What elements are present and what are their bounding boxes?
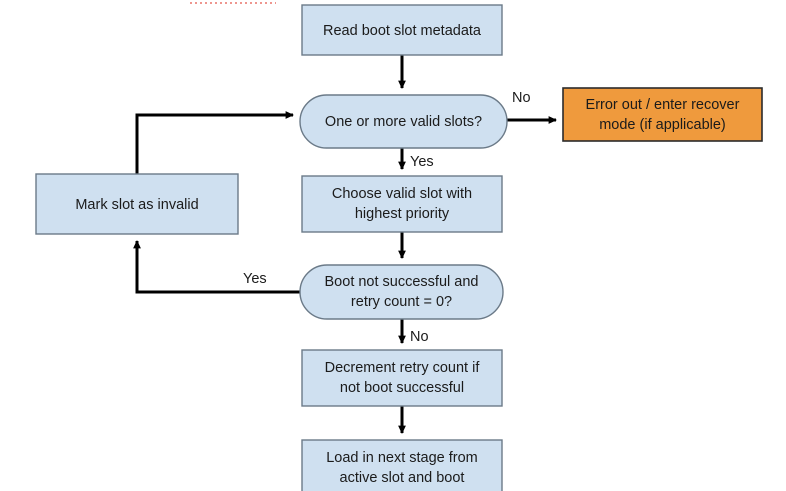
node-decrement-retry-count[interactable]: Decrement retry count if not boot succes… (301, 349, 503, 407)
node-choose-valid-slot-label-line1: Choose valid slot with (332, 186, 472, 202)
node-read-boot-slot-metadata-shape (301, 4, 503, 56)
node-mark-slot-as-invalid-shape (35, 173, 239, 235)
node-boot-not-successful-check-label-line2: retry count = 0? (351, 294, 452, 310)
edge-label-no-to-error-out: No (512, 90, 531, 106)
node-decrement-retry-count-label-line2: not boot successful (340, 380, 464, 396)
node-mark-slot-as-invalid[interactable]: Mark slot as invalid (35, 173, 239, 235)
node-load-next-stage-label-line2: active slot and boot (340, 470, 465, 486)
edge-mark-invalid-to-valid-slots (135, 111, 294, 174)
edge-label-yes-to-choose-slot: Yes (410, 154, 434, 170)
node-boot-not-successful-check[interactable]: Boot not successful and retry count = 0? (299, 264, 504, 320)
edge-boot-check-to-mark-invalid (133, 240, 300, 294)
node-load-next-stage-label-line1: Load in next stage from (326, 450, 478, 466)
node-read-boot-slot-metadata-label: Read boot slot metadata (323, 23, 482, 39)
node-error-out[interactable]: Error out / enter recover mode (if appli… (562, 87, 763, 142)
node-load-next-stage-shape (301, 439, 503, 491)
node-decrement-retry-count-shape (301, 349, 503, 407)
node-mark-slot-as-invalid-label: Mark slot as invalid (75, 197, 198, 213)
node-decrement-retry-count-label-line1: Decrement retry count if (325, 360, 481, 376)
edge-label-no-to-decrement-retry: No (410, 329, 429, 345)
node-boot-not-successful-check-label-line1: Boot not successful and (325, 274, 479, 290)
node-boot-not-successful-check-shape (299, 264, 504, 320)
node-choose-valid-slot[interactable]: Choose valid slot with highest priority (301, 175, 503, 233)
node-load-next-stage[interactable]: Load in next stage from active slot and … (301, 439, 503, 491)
node-one-or-more-valid-slots[interactable]: One or more valid slots? (299, 94, 508, 149)
node-choose-valid-slot-shape (301, 175, 503, 233)
node-read-boot-slot-metadata[interactable]: Read boot slot metadata (301, 4, 503, 56)
node-error-out-shape (562, 87, 763, 142)
node-choose-valid-slot-label-line2: highest priority (355, 206, 450, 222)
node-one-or-more-valid-slots-label: One or more valid slots? (325, 114, 482, 130)
node-error-out-label-line1: Error out / enter recover (586, 97, 740, 113)
node-error-out-label-line2: mode (if applicable) (599, 117, 726, 133)
edge-label-yes-to-mark-invalid: Yes (243, 271, 267, 287)
node-one-or-more-valid-slots-shape (299, 94, 508, 149)
